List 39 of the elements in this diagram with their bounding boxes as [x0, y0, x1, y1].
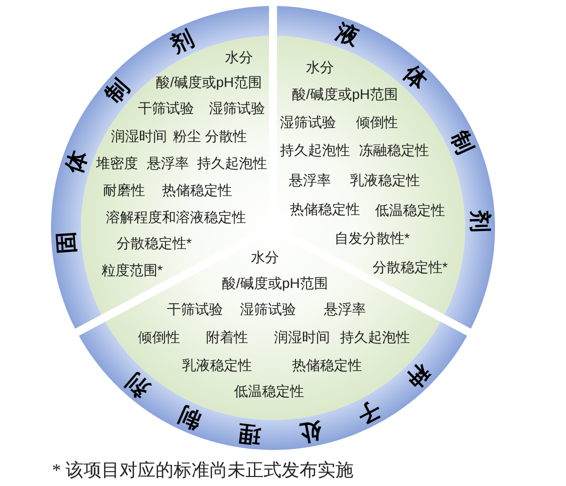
- item-label: 堆密度: [96, 155, 138, 171]
- item-label: 持久起泡性: [280, 142, 350, 158]
- item-label: 热储稳定性: [162, 182, 232, 198]
- item-label: 悬浮率: [147, 155, 189, 171]
- item-label: 水分: [251, 249, 279, 265]
- item-label: 自发分散性*: [334, 230, 410, 246]
- item-label: 水分: [225, 49, 253, 65]
- item-label: 酸/碱度或pH范围: [292, 86, 398, 102]
- item-label: 湿筛试验: [280, 114, 336, 130]
- item-label: 倾倒性: [356, 114, 398, 130]
- item-label: 分散性: [205, 128, 247, 144]
- item-label: 乳液稳定性: [350, 172, 420, 188]
- item-label: 分散稳定性*: [116, 235, 192, 251]
- item-label: 耐磨性: [103, 182, 145, 198]
- item-label: 持久起泡性: [340, 329, 410, 345]
- item-label: 水分: [306, 59, 334, 75]
- item-label: 干筛试验: [167, 301, 223, 317]
- item-label: 润湿时间: [111, 128, 167, 144]
- item-label: 附着性: [206, 329, 248, 345]
- item-label: 润湿时间: [274, 329, 330, 345]
- item-label: 酸/碱度或pH范围: [222, 275, 328, 291]
- item-label: 分散稳定性*: [372, 259, 448, 275]
- item-label: 倾倒性: [138, 329, 180, 345]
- item-label: 干筛试验: [138, 100, 194, 116]
- footnote: * 该项目对应的标准尚未正式发布实施: [52, 460, 354, 480]
- item-label: 低温稳定性: [375, 202, 445, 218]
- item-label: 粒度范围*: [101, 262, 163, 278]
- item-label: 粉尘: [173, 128, 201, 144]
- item-label: 冻融稳定性: [359, 142, 429, 158]
- item-label: 悬浮率: [289, 172, 331, 188]
- item-label: 酸/碱度或pH范围: [156, 74, 262, 90]
- item-label: 低温稳定性: [234, 383, 304, 399]
- item-label: 湿筛试验: [240, 301, 296, 317]
- item-label: 悬浮率: [324, 301, 366, 317]
- item-label: 乳液稳定性: [182, 357, 252, 373]
- item-label: 湿筛试验: [209, 100, 265, 116]
- item-label: 热储稳定性: [290, 201, 360, 217]
- item-label: 持久起泡性: [197, 155, 267, 171]
- item-label: 溶解程度和溶液稳定性: [106, 209, 246, 225]
